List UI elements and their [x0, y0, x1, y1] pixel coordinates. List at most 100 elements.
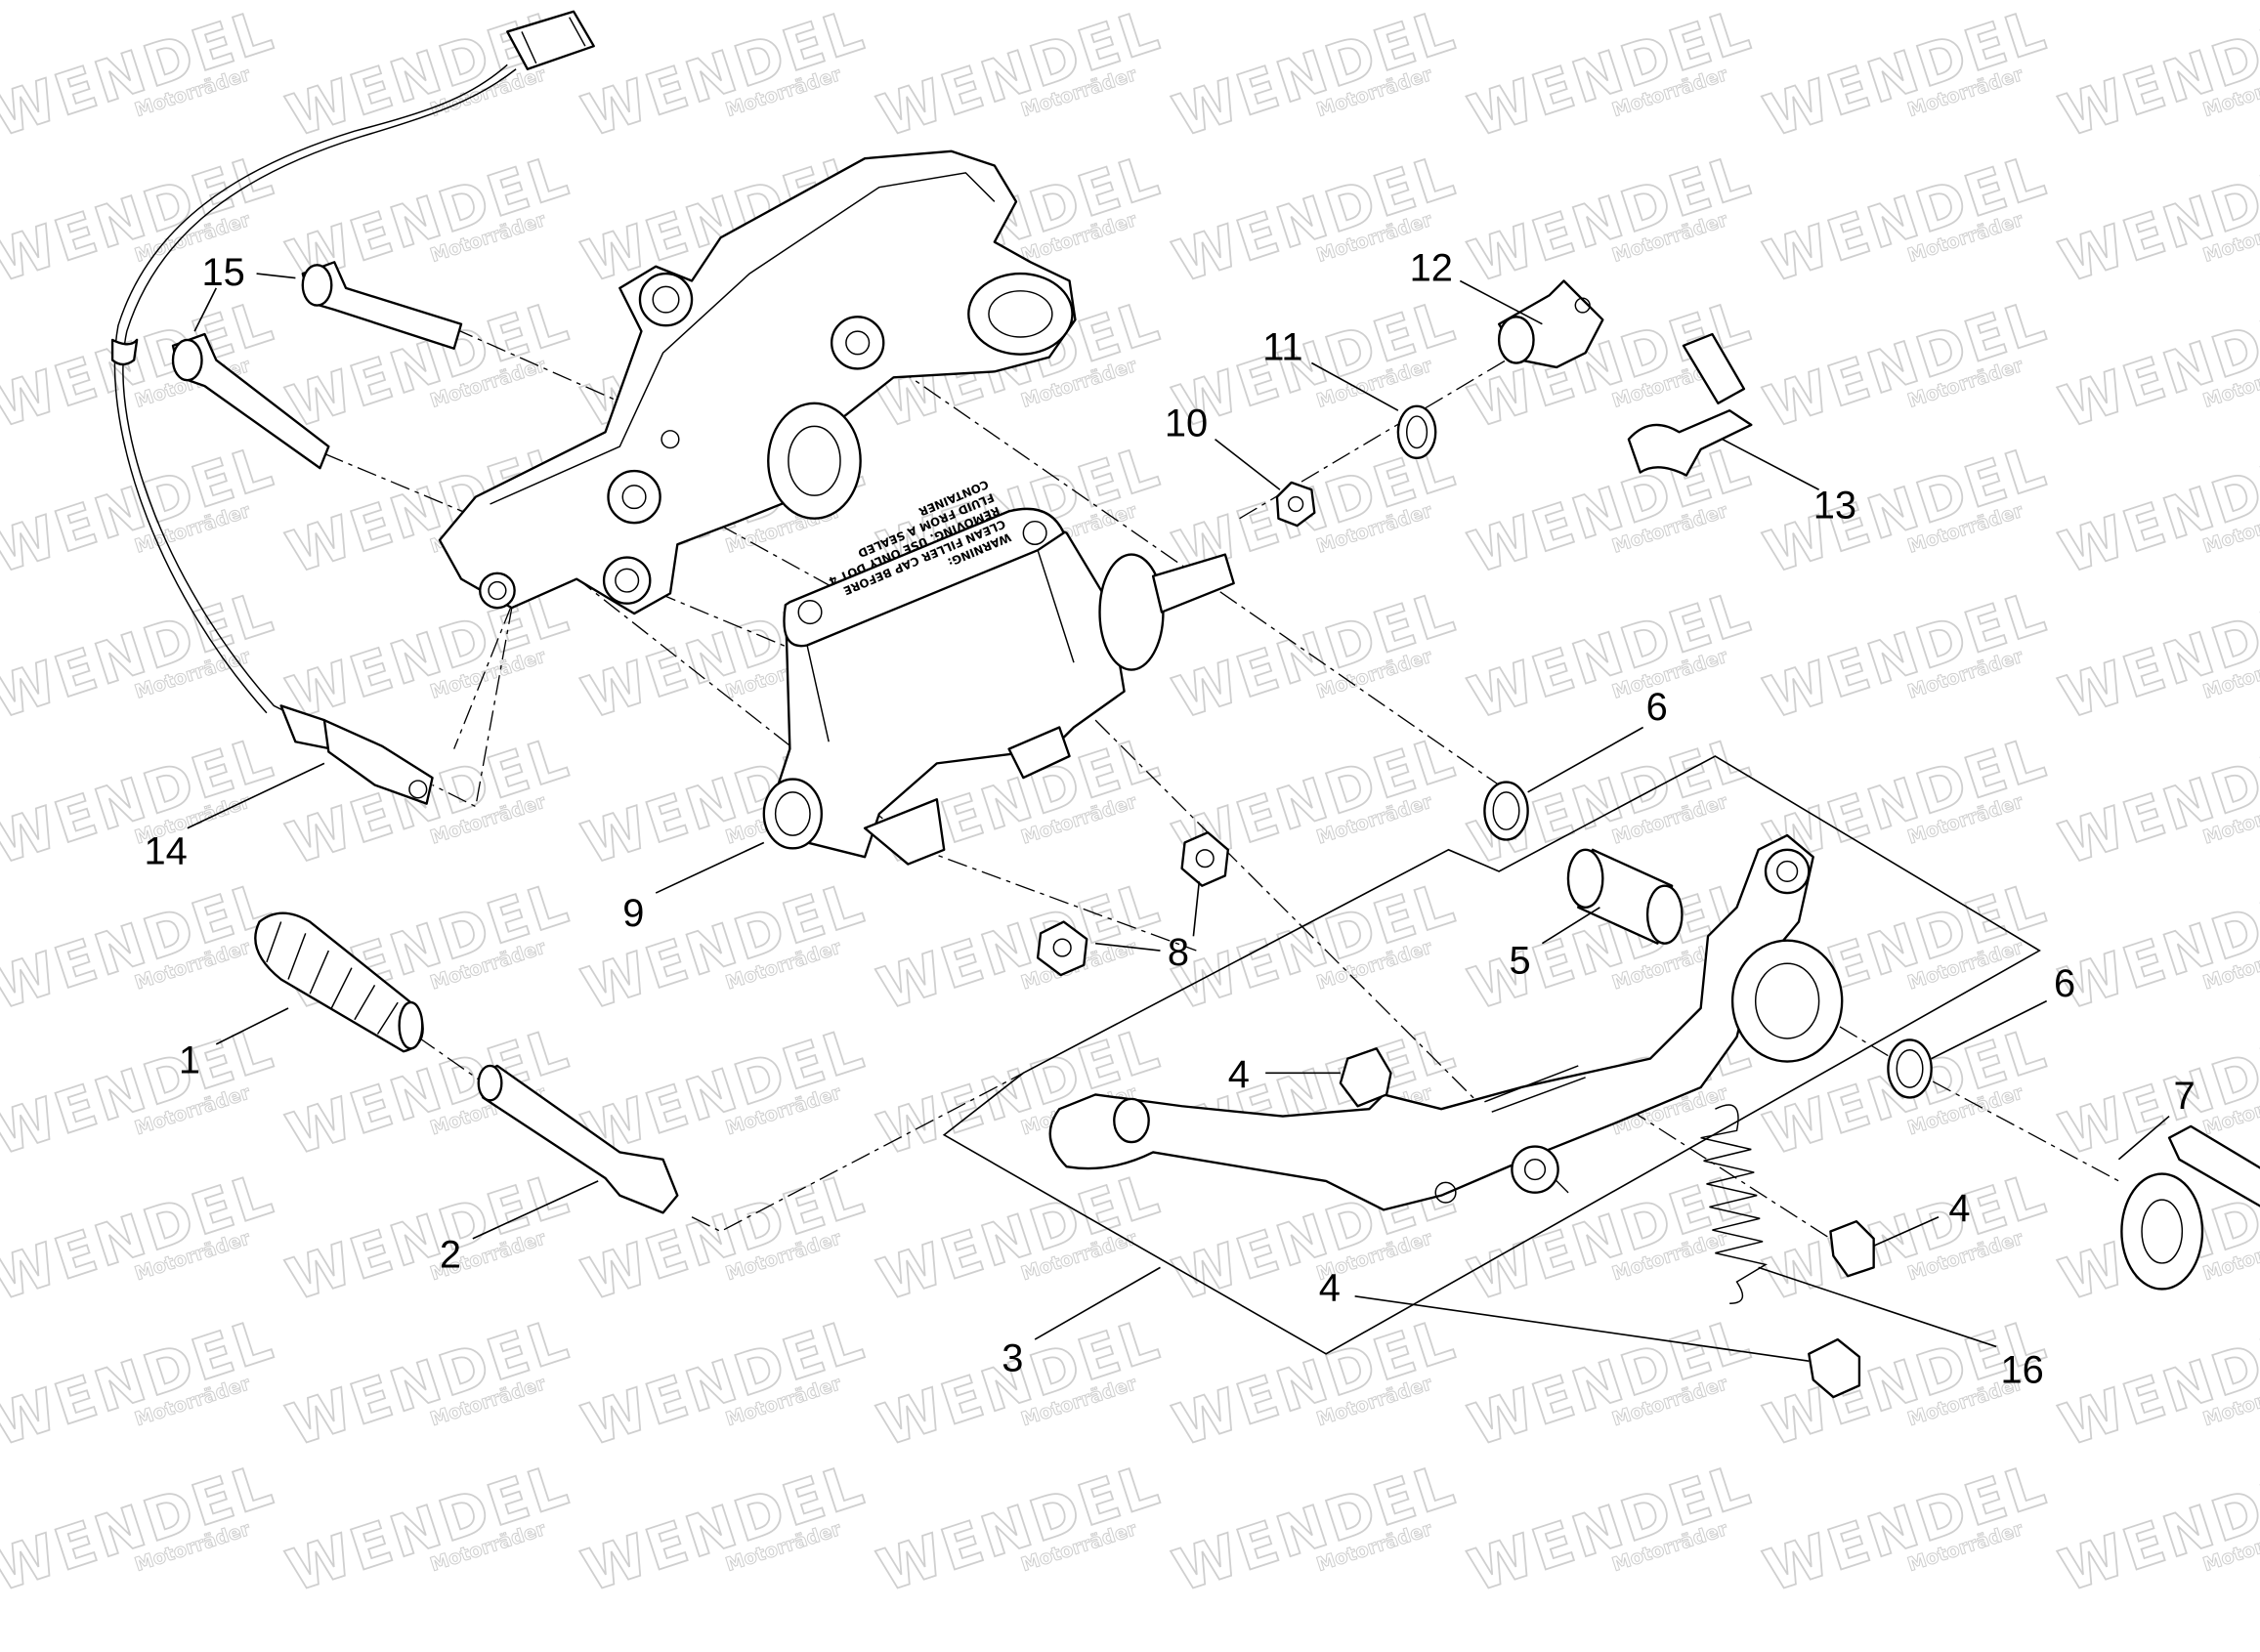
- part-4-bolt-top: [1339, 1047, 1392, 1108]
- part-3-brake-pedal-shape: [1048, 833, 1814, 1211]
- master-cylinder-bracket-shape: [845, 330, 871, 356]
- assembly-axis-lines-shape: [432, 569, 520, 808]
- part-13-clip-shape: [1627, 408, 1753, 477]
- part-6-washer-right-shape: [1887, 1038, 1933, 1099]
- part-14-brake-light-switch-cable-shape: [506, 10, 595, 70]
- part-4-bolt-right: [1829, 1220, 1875, 1278]
- callout-4-top: 4: [1228, 1053, 1250, 1096]
- part-8-nuts-shape: [1052, 938, 1072, 957]
- part-5-bushing-shape: [1566, 848, 1604, 909]
- part-3-brake-pedal-shape: [1484, 1065, 1586, 1113]
- part-3-brake-pedal-shape: [1511, 1145, 1559, 1194]
- leader-lines-shape: [187, 762, 325, 829]
- leader-lines-shape: [1541, 907, 1600, 945]
- part-3-brake-pedal-shape: [1764, 848, 1811, 895]
- part-3-brake-pedal-shape: [1754, 962, 1820, 1039]
- callout-4-right: 4: [1948, 1187, 1970, 1230]
- callout-10: 10: [1165, 402, 1208, 445]
- leader-lines-shape: [1931, 999, 2048, 1060]
- master-cylinder-bracket-shape: [830, 316, 885, 370]
- part-16-return-spring: [1700, 1104, 1768, 1304]
- callout-6-right: 6: [2054, 962, 2075, 1005]
- part-12-clevis-shape: [1574, 297, 1591, 314]
- part-1-footpeg-rubber-shape: [398, 1000, 424, 1050]
- part-7-pivot-bolt-shape: [2120, 1172, 2204, 1291]
- part-6-washer-top: [1483, 781, 1529, 841]
- part-14-brake-light-switch-cable-shape: [521, 17, 586, 64]
- part-7-pivot-bolt-shape: [2167, 1124, 2260, 1207]
- part-1-footpeg-rubber-shape: [266, 921, 399, 1035]
- callout-16: 16: [2000, 1348, 2043, 1391]
- callout-6-top: 6: [1646, 686, 1668, 729]
- leader-lines-shape: [1034, 1266, 1161, 1340]
- part-9-master-cylinder-shape: [774, 791, 811, 836]
- part-14-brake-light-switch-cable-shape: [322, 718, 434, 805]
- part-9-master-cylinder-shape: [1007, 726, 1071, 780]
- part-15-mounting-pins: [171, 261, 463, 470]
- part-14-brake-light-switch-cable-shape: [408, 780, 428, 799]
- part-3-brake-pedal-shape: [1434, 1181, 1457, 1204]
- part-9-master-cylinder-shape: [863, 798, 946, 866]
- leader-lines-shape: [1215, 439, 1281, 490]
- leader-lines-shape: [1758, 1266, 1997, 1348]
- part-4-bolt-right-shape: [1829, 1220, 1875, 1278]
- master-cylinder-bracket-shape: [788, 425, 841, 496]
- master-cylinder-bracket-shape: [488, 580, 507, 601]
- callout-5: 5: [1509, 940, 1530, 983]
- master-cylinder-bracket-shape: [607, 469, 661, 525]
- master-cylinder-bracket-shape: [652, 285, 680, 314]
- part-9-master-cylinder-shape: [806, 549, 1075, 742]
- leader-lines-shape: [2117, 1115, 2170, 1161]
- part-6-washer-top-shape: [1483, 781, 1529, 841]
- part-6-washer-top-shape: [1492, 791, 1520, 830]
- leader-lines-shape: [1459, 279, 1543, 325]
- part-8-nuts-shape: [1195, 849, 1215, 868]
- part-3-brake-pedal: [1048, 833, 1844, 1211]
- part-16-return-spring-shape: [1700, 1104, 1768, 1304]
- leader-lines: [187, 273, 2170, 1362]
- master-cylinder-bracket-shape: [767, 402, 862, 520]
- callout-14: 14: [145, 830, 188, 873]
- master-cylinder-bracket-shape: [479, 572, 516, 610]
- part-9-master-cylinder-shape: [797, 600, 823, 625]
- master-cylinder-bracket-shape: [615, 568, 640, 593]
- part-9-master-cylinder-shape: [762, 778, 824, 850]
- assembly-axis-lines-shape: [691, 1072, 1024, 1233]
- leader-lines-shape: [1354, 1295, 1810, 1362]
- part-13-clip: [1627, 332, 1753, 477]
- callout-2: 2: [440, 1233, 461, 1276]
- part-3-brake-pedal-shape: [1730, 939, 1844, 1063]
- part-4-bolt-bottom: [1808, 1337, 1861, 1399]
- master-cylinder-bracket-shape: [661, 430, 680, 449]
- callout-11: 11: [1262, 326, 1302, 369]
- part-15-mounting-pins-shape: [171, 338, 203, 382]
- part-8-nuts: [1036, 830, 1229, 977]
- master-cylinder-bracket: [438, 149, 1077, 615]
- part-10-nut-shape: [1275, 481, 1316, 528]
- leader-lines-shape: [1873, 1216, 1940, 1247]
- master-cylinder-bracket-shape: [988, 290, 1053, 338]
- leader-lines-shape: [193, 273, 296, 332]
- part-8-nuts-shape: [1036, 920, 1088, 977]
- part-9-master-cylinder-shape: [1022, 520, 1047, 546]
- leader-lines-shape: [1310, 361, 1399, 411]
- master-cylinder-bracket-shape: [638, 272, 694, 327]
- part-6-washer-right-shape: [1896, 1049, 1924, 1088]
- part-13-clip-shape: [1682, 332, 1746, 404]
- assembly-bracket-outline: [942, 755, 2041, 1355]
- callout-labels: 15 12 11 10 13 14 9 6 5 8 6 1 4 7 4 2 4 …: [145, 246, 2196, 1391]
- callout-7: 7: [2173, 1075, 2195, 1118]
- master-cylinder-bracket-shape: [602, 556, 652, 605]
- part-8-nuts-shape: [1180, 830, 1229, 887]
- part-3-brake-pedal-shape: [1523, 1159, 1547, 1181]
- leader-lines-shape: [215, 1007, 289, 1045]
- part-11-washer: [1396, 404, 1437, 460]
- part-11-washer-shape: [1405, 415, 1428, 449]
- part-9-master-cylinder: WARNING: CLEAN FILLER CAP BEFORE REMOVIN…: [762, 477, 1235, 866]
- part-7-pivot-bolt: [2120, 1124, 2260, 1291]
- master-cylinder-bracket-shape: [438, 149, 1077, 615]
- callout-13: 13: [1813, 485, 1856, 528]
- leader-lines-shape: [655, 841, 765, 894]
